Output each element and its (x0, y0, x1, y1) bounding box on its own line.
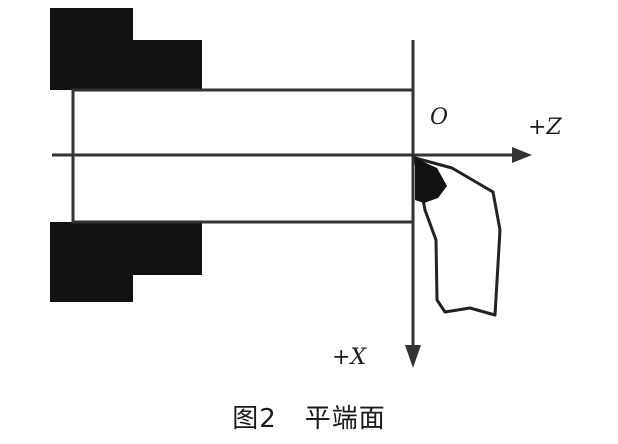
lower-chuck-jaw (50, 222, 202, 302)
z-axis-label: +Z (528, 115, 562, 140)
figure-number: 图2 (232, 404, 277, 434)
upper-chuck-jaw (50, 8, 202, 90)
cutting-tool-tip (415, 158, 447, 203)
z-axis-arrowhead (512, 147, 532, 163)
figure-title: 平端面 (304, 404, 386, 434)
origin-label: O (430, 105, 448, 130)
figure-caption: 图2 平端面 (0, 398, 618, 435)
x-axis-arrowhead (405, 345, 421, 368)
x-axis-label: +X (332, 345, 367, 370)
